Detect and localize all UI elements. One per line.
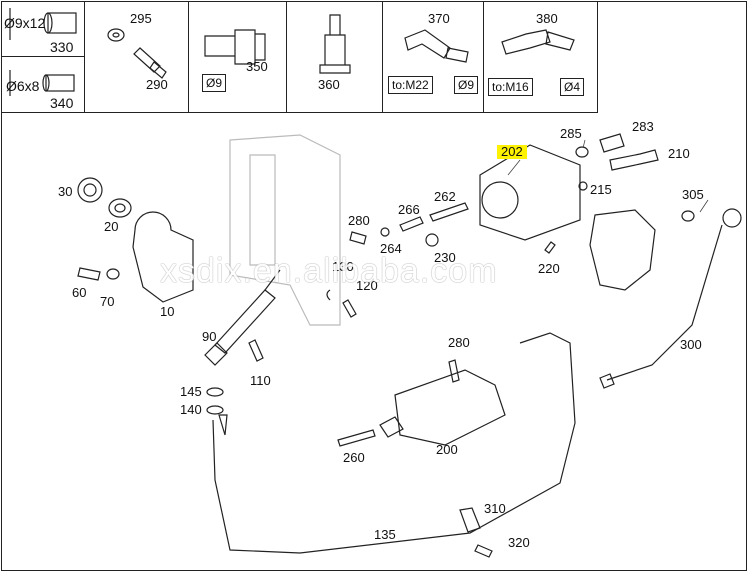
pedal-bracket-shape [229, 134, 341, 326]
callout-10: 10 [160, 304, 175, 319]
oring-140-icon [206, 405, 224, 415]
hose-cell-divider [2, 56, 85, 57]
callout-90: 90 [202, 329, 217, 344]
fitting-305-icon [722, 208, 742, 228]
part-350-label: 350 [246, 59, 268, 74]
pushrod-260-icon [337, 429, 376, 447]
oring-145-icon [206, 387, 224, 397]
callout-120: 120 [356, 278, 378, 293]
bushing-20-icon [108, 198, 132, 218]
callout-135: 135 [374, 527, 396, 542]
callout-305: 305 [682, 187, 704, 202]
washer-295-icon [107, 28, 125, 42]
callout-20: 20 [104, 219, 119, 234]
hose-330-icon [47, 12, 77, 34]
size-box-4: Ø4 [560, 78, 585, 96]
slave-cylinder-200-icon [394, 369, 506, 446]
callout-283: 283 [632, 119, 654, 134]
bolt-280b-icon [448, 359, 460, 383]
header-parts-row [2, 2, 598, 112]
bleeder-220-icon [544, 241, 556, 254]
callout-110: 110 [250, 373, 271, 388]
elbow-370-icon [404, 29, 469, 63]
callout-285: 285 [560, 126, 582, 141]
bolt-280a-icon [349, 231, 367, 245]
size-box-m22: to:M22 [388, 76, 433, 94]
watermark-text: xsdix.en.alibaba.com [160, 252, 498, 290]
callout-320: 320 [508, 535, 530, 550]
gear-30-icon [77, 177, 103, 203]
callout-215: 215 [590, 182, 612, 197]
callout-202-highlight: 202 [497, 145, 527, 159]
bolt-320-icon [474, 544, 493, 558]
callout-266: 266 [398, 202, 420, 217]
size-box-m16: to:M16 [488, 78, 533, 96]
part-330-label: 330 [50, 39, 74, 55]
callout-200: 200 [436, 442, 458, 457]
servo-202-icon [479, 144, 581, 241]
size-box-9-350: Ø9 [202, 74, 227, 92]
callout-210: 210 [668, 146, 690, 161]
hose-size-340: Ø6x8 [6, 78, 40, 94]
callout-230: 230 [434, 250, 456, 265]
size-box-9-370: Ø9 [454, 76, 479, 94]
pin-266-icon [399, 216, 424, 232]
callout-280b: 280 [448, 335, 470, 350]
part-370-label: 370 [428, 11, 450, 26]
callout-262: 262 [434, 189, 456, 204]
oring-215-icon [578, 181, 588, 191]
callout-300: 300 [680, 337, 702, 352]
header-cell-350 [189, 2, 287, 112]
connector-350-icon [204, 29, 266, 65]
nut-230-icon [425, 233, 439, 247]
bolt-110-icon [248, 339, 264, 362]
callout-145: 145 [180, 384, 202, 399]
callout-70: 70 [100, 294, 115, 309]
pipe-300-line [606, 224, 723, 381]
hose-135-line [212, 332, 576, 554]
header-cell-380 [484, 2, 598, 112]
valve-305-icon [589, 209, 656, 291]
part-290-label: 290 [146, 77, 168, 92]
callout-220: 220 [538, 261, 560, 276]
washer-264-icon [380, 227, 390, 237]
callout-264: 264 [380, 241, 402, 256]
part-295-label: 295 [130, 11, 152, 26]
bolt-60-icon [77, 267, 101, 281]
fitting-283-icon [599, 133, 625, 153]
header-cell-360 [287, 2, 383, 112]
fitting-210-icon [609, 149, 659, 171]
tee-360-icon [319, 14, 351, 74]
header-divider [2, 112, 598, 113]
header-cell-hoses [2, 2, 85, 112]
hose-size-330: Ø9x12 [4, 15, 46, 31]
part-380-label: 380 [536, 11, 558, 26]
header-cell-370 [383, 2, 484, 112]
fitting-290-icon [133, 47, 167, 79]
callout-260: 260 [343, 450, 365, 465]
callout-140: 140 [180, 402, 202, 417]
callout-60: 60 [72, 285, 87, 300]
rod-262-icon [429, 202, 469, 222]
clip-130-icon [326, 289, 331, 301]
part-360-label: 360 [318, 77, 340, 92]
hose-340-icon [45, 74, 75, 92]
elbow-380-icon [501, 29, 575, 55]
reservoir-10-icon [132, 211, 194, 303]
callout-30: 30 [58, 184, 73, 199]
bracket-310-icon [459, 507, 481, 533]
header-cell-290 [85, 2, 189, 112]
part-340-label: 340 [50, 95, 74, 111]
washer-70-icon [106, 268, 120, 280]
callout-310: 310 [484, 501, 506, 516]
bolt-120-icon [342, 299, 357, 318]
callout-280a: 280 [348, 213, 370, 228]
master-cylinder-90-icon [214, 289, 276, 354]
callout-130: 130 [332, 259, 354, 274]
washer-285-icon [575, 146, 589, 158]
